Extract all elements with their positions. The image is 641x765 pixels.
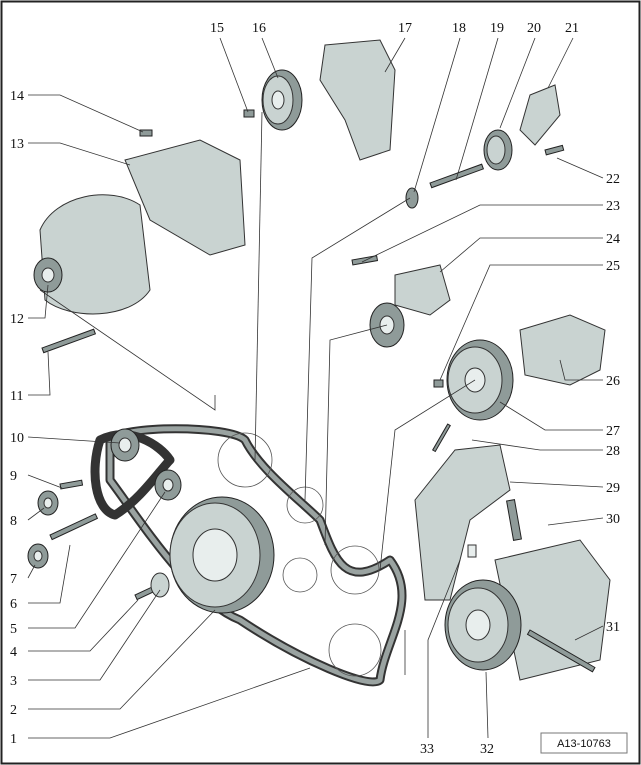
power-steering-pump-pulley-16: [261, 69, 303, 131]
callout-18: 18: [452, 21, 466, 36]
callout-9: 9: [10, 469, 17, 484]
callout-16: 16: [252, 21, 266, 36]
callout-22: 22: [606, 172, 620, 187]
dowel-33: [467, 544, 477, 558]
callout-30: 30: [606, 512, 620, 527]
callout-32: 32: [480, 742, 494, 757]
tensioning-roller-5: [154, 469, 182, 501]
bolt-6: [49, 513, 99, 541]
vibration-damper: [169, 496, 275, 614]
pin-28: [431, 423, 451, 453]
callout-8: 8: [10, 514, 17, 529]
bolt-31: [526, 629, 596, 673]
ribbed-belt-small: [90, 430, 175, 520]
bolt-11: [41, 328, 97, 354]
callout-23: 23: [606, 199, 620, 214]
callout-10: 10: [10, 431, 24, 446]
alternator-bracket: [124, 139, 246, 256]
bolt-25: [433, 379, 444, 388]
callout-27: 27: [606, 424, 620, 439]
callout-12: 12: [10, 312, 24, 327]
roller-18: [405, 187, 419, 209]
callout-labels: 1 2 3 4 5 6 7 8 9 10 11 12 13 14 15 16 1…: [10, 21, 620, 757]
cap-7: [27, 543, 49, 569]
power-steering-pump: [519, 314, 606, 386]
compressor-bracket: [414, 444, 511, 601]
callout-13: 13: [10, 137, 24, 152]
bolt-14: [139, 129, 153, 137]
callout-25: 25: [606, 259, 620, 274]
bolt-22: [544, 144, 565, 156]
idler-roller-20: [483, 129, 513, 171]
callout-20: 20: [527, 21, 541, 36]
callout-28: 28: [606, 444, 620, 459]
callout-21: 21: [565, 21, 579, 36]
pulley-position-outline: [217, 432, 273, 488]
power-steering-pulley-27: [446, 339, 514, 421]
ac-compressor: [444, 539, 611, 681]
bolt-15: [243, 109, 255, 118]
callout-11: 11: [10, 389, 23, 404]
callout-26: 26: [606, 374, 620, 389]
callout-24: 24: [606, 232, 620, 247]
callout-7: 7: [10, 572, 17, 587]
cap-8: [37, 490, 59, 516]
tensioning-roller-10: [110, 428, 140, 462]
coolant-pump: [319, 39, 396, 161]
leader-lines: [27, 37, 604, 739]
alternator: [33, 194, 151, 315]
bolt-19: [429, 163, 485, 189]
callout-4: 4: [10, 645, 17, 660]
bracket-21: [519, 84, 561, 146]
callout-3: 3: [10, 674, 17, 689]
callout-6: 6: [10, 597, 17, 612]
tensioner-24: [369, 264, 451, 348]
pulley-position-outline: [282, 557, 318, 593]
bolt-30: [506, 499, 522, 541]
callout-29: 29: [606, 481, 620, 496]
callout-33: 33: [420, 742, 434, 757]
callout-19: 19: [490, 21, 504, 36]
figure-code-box: [540, 732, 628, 754]
callout-17: 17: [398, 21, 412, 36]
bolt-9: [59, 479, 84, 490]
callout-15: 15: [210, 21, 224, 36]
callout-14: 14: [10, 89, 24, 104]
figure-code: A13-10763: [557, 738, 611, 750]
washer-3: [150, 572, 170, 598]
callout-5: 5: [10, 622, 17, 637]
pulley-position-outline: [330, 545, 380, 595]
callout-2: 2: [10, 703, 17, 718]
pulley-position-outline: [328, 623, 382, 677]
callout-31: 31: [606, 620, 620, 635]
callout-1: 1: [10, 732, 17, 747]
